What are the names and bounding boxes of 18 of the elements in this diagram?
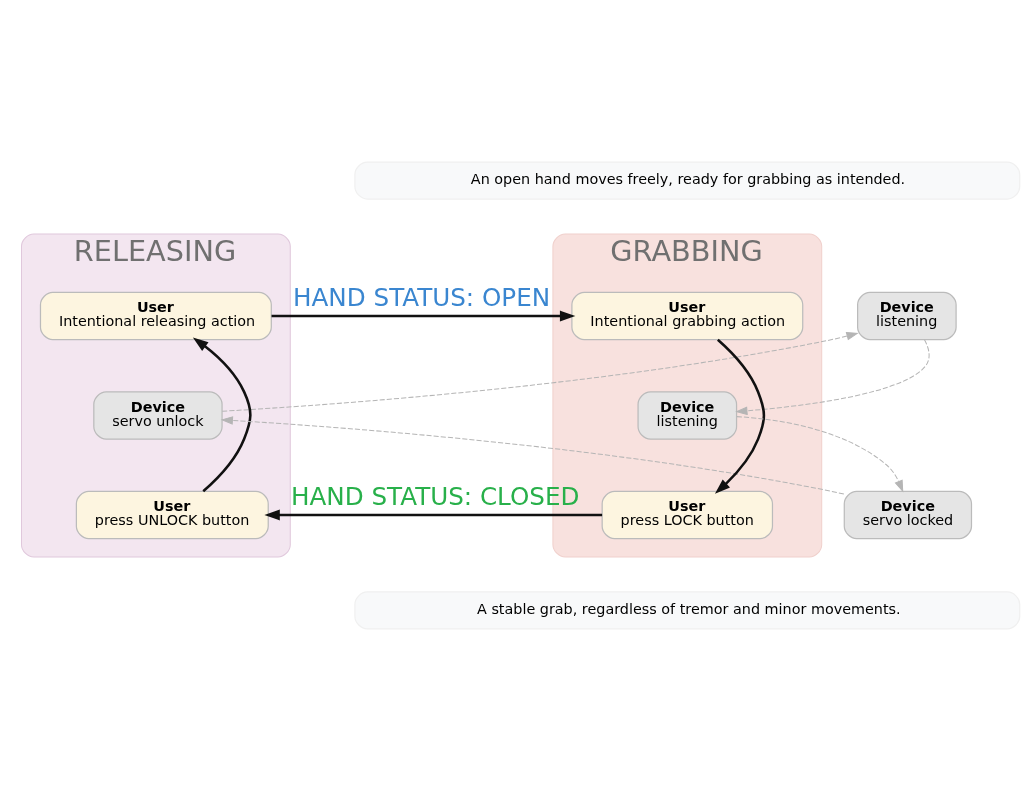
arrow bbox=[735, 415, 903, 493]
arrow bbox=[734, 338, 930, 415]
node-box: User press UNLOCK button bbox=[75, 490, 269, 539]
node-box: Device listening bbox=[856, 291, 957, 340]
arrow bbox=[221, 331, 859, 412]
arrow bbox=[263, 509, 602, 520]
node-box: Device servo unlock bbox=[92, 390, 223, 440]
arrow bbox=[220, 415, 844, 495]
node-box: Device listening bbox=[636, 390, 737, 440]
edge-label: HAND STATUS: CLOSED bbox=[290, 481, 579, 511]
node-box: User Intentional grabbing action bbox=[570, 291, 803, 340]
node-box: User Intentional releasing action bbox=[39, 291, 272, 340]
arrow bbox=[714, 338, 765, 494]
arrow bbox=[271, 310, 575, 321]
node-box: User press LOCK button bbox=[601, 490, 773, 539]
node-box: Device servo locked bbox=[843, 490, 972, 539]
arrow bbox=[192, 336, 252, 492]
edge-label: HAND STATUS: OPEN bbox=[292, 282, 550, 312]
